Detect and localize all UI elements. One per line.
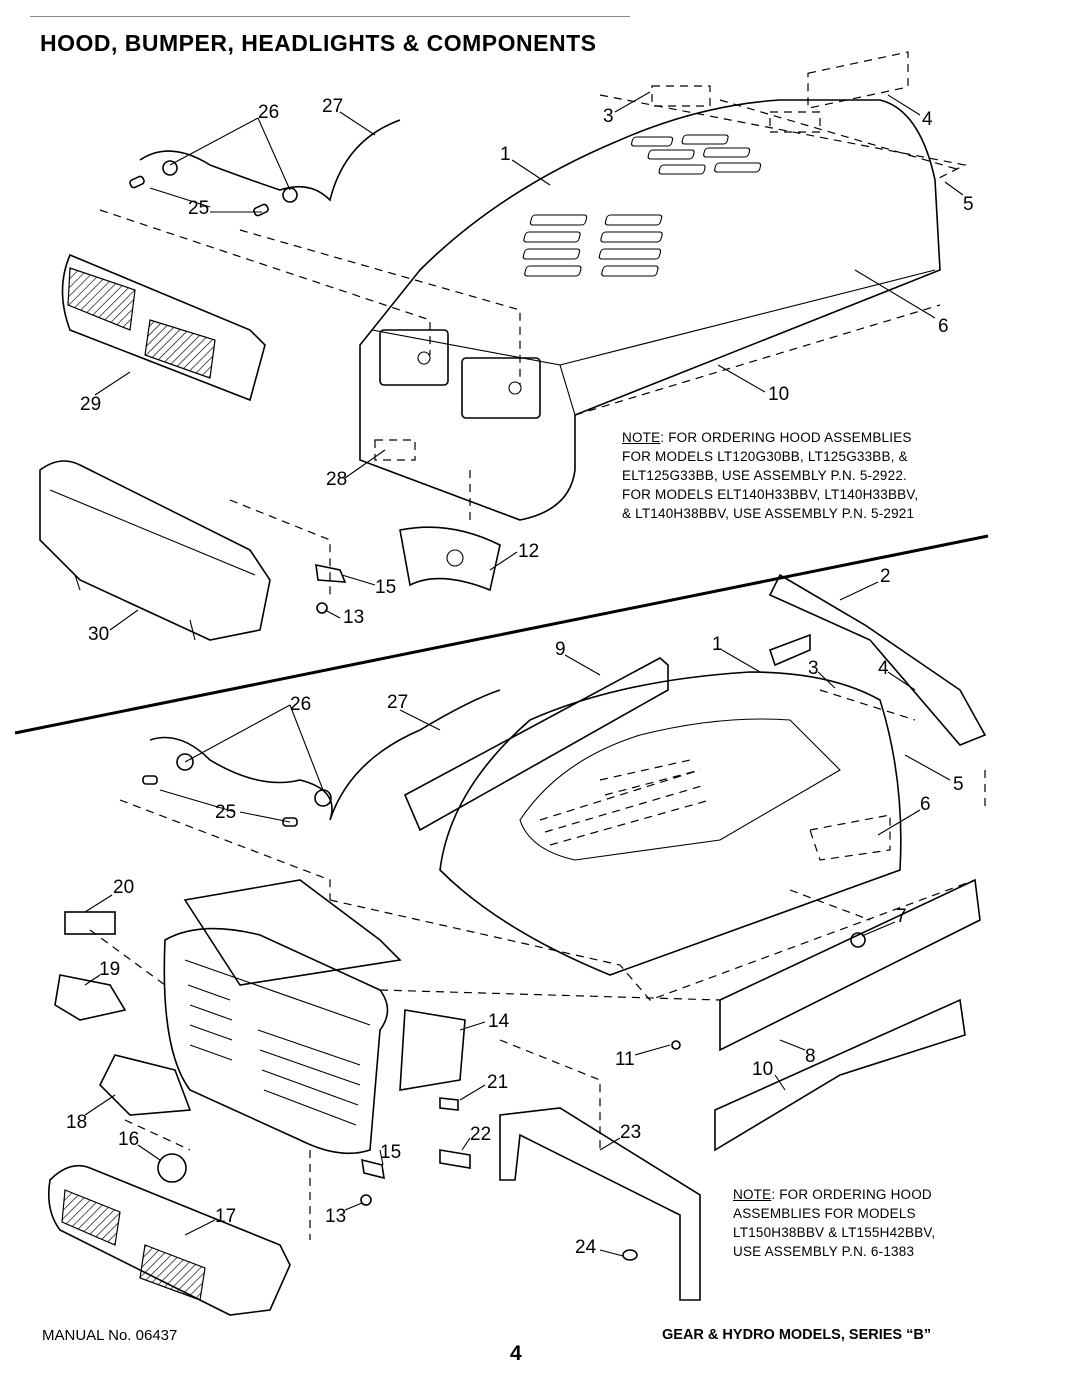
bolt-22 [439, 1149, 471, 1169]
callout-23: 23 [620, 1122, 641, 1143]
callout-4-lower: 4 [878, 658, 889, 679]
upper-hood-assembly [39, 51, 967, 641]
bolt-21 [439, 1097, 459, 1111]
lens-17 [47, 1164, 291, 1316]
callout-10-lower: 10 [752, 1059, 773, 1080]
models-series: GEAR & HYDRO MODELS, SERIES “B” [662, 1327, 932, 1343]
callout-15: 15 [375, 577, 396, 598]
upper-note-line: & LT140H38BBV, USE ASSEMBLY P.N. 5-2921 [622, 506, 915, 521]
callout-13-lower: 13 [325, 1206, 346, 1227]
callout-17: 17 [215, 1206, 236, 1227]
callout-13: 13 [343, 607, 364, 628]
callout-21: 21 [487, 1072, 508, 1093]
screw-11 [671, 1040, 681, 1050]
callout-4: 4 [922, 109, 933, 130]
callout-3-lower: 3 [808, 658, 819, 679]
callout-28: 28 [326, 469, 347, 490]
upper-note-label: NOTE [622, 430, 661, 445]
callout-11: 11 [615, 1049, 635, 1070]
callout-22: 22 [470, 1124, 491, 1145]
decal-20 [64, 911, 116, 935]
lower-note-line: : FOR ORDERING HOOD [771, 1187, 932, 1202]
section-divider [14, 534, 989, 735]
plate-14 [399, 1009, 466, 1091]
bolt-13 [316, 602, 328, 614]
callout-26-lower: 26 [290, 694, 311, 715]
headlight-opening-left [379, 329, 449, 386]
callout-26: 26 [258, 102, 279, 123]
manual-number: MANUAL No. 06437 [42, 1327, 178, 1344]
part-19 [54, 974, 127, 1021]
callout-6: 6 [938, 316, 949, 337]
bracket-2 [768, 573, 987, 746]
grille-assembly [163, 879, 402, 1155]
callout-10: 10 [768, 384, 789, 405]
lower-ordering-note: NOTE: FOR ORDERING HOOD ASSEMBLIES FOR M… [733, 1185, 993, 1261]
headlight-lens-29 [61, 253, 266, 402]
bolt-7 [850, 932, 866, 948]
callout-16: 16 [118, 1129, 139, 1150]
plug-16 [157, 1153, 187, 1183]
callout-24: 24 [575, 1237, 597, 1258]
callout-7: 7 [896, 906, 907, 927]
clip-15-lower [361, 1158, 385, 1180]
lower-note-line: ASSEMBLIES FOR MODELS [733, 1206, 916, 1221]
bracket-23 [499, 1107, 701, 1301]
washer-24 [622, 1249, 638, 1261]
callout-12: 12 [518, 541, 539, 562]
panel-8 [719, 878, 981, 1052]
upper-callouts: 26 27 3 4 1 5 25 6 29 10 28 12 15 30 13 [80, 91, 974, 645]
callout-27-lower: 27 [387, 692, 408, 713]
callout-18: 18 [66, 1112, 87, 1133]
callout-14: 14 [488, 1011, 510, 1032]
callout-25: 25 [188, 198, 209, 219]
upper-note-line: ELT125G33BB, USE ASSEMBLY P.N. 5-2922. [622, 468, 908, 483]
lower-note-line: USE ASSEMBLY P.N. 6-1383 [733, 1244, 915, 1259]
hood-vents [522, 134, 762, 277]
callout-3: 3 [603, 106, 614, 127]
part-18 [99, 1054, 192, 1116]
callout-9: 9 [555, 639, 566, 660]
callout-30: 30 [88, 624, 109, 645]
callout-5-lower: 5 [953, 774, 964, 795]
top-rule [30, 16, 630, 17]
upper-note-line: : FOR ORDERING HOOD ASSEMBLIES [660, 430, 912, 445]
callout-1-lower: 1 [712, 634, 723, 655]
upper-note-line: FOR MODELS LT120G30BB, LT125G33BB, & [622, 449, 908, 464]
callout-2: 2 [880, 566, 891, 587]
callout-27: 27 [322, 96, 343, 117]
callout-1: 1 [500, 144, 511, 165]
callout-8: 8 [805, 1046, 816, 1067]
side-rail-9 [403, 657, 669, 832]
callout-19: 19 [99, 959, 120, 980]
headlight-opening-right [461, 357, 541, 419]
callout-6-lower: 6 [920, 794, 931, 815]
page-title: HOOD, BUMPER, HEADLIGHTS & COMPONENTS [40, 30, 597, 56]
lower-note-label: NOTE [733, 1187, 772, 1202]
upper-note-line: FOR MODELS ELT140H33BBV, LT140H33BBV, [622, 487, 919, 502]
panel-10 [714, 998, 966, 1152]
lower-hood-vents [539, 759, 711, 846]
callout-20: 20 [113, 877, 134, 898]
bolt-13-lower [360, 1194, 372, 1206]
callout-15-lower: 15 [380, 1142, 401, 1163]
lower-callouts: 2 9 1 3 4 26 27 5 25 6 20 7 19 14 11 8 1… [66, 566, 964, 1258]
callout-5: 5 [963, 194, 974, 215]
lens-12 [399, 526, 501, 592]
lower-hood-assembly [47, 573, 987, 1316]
clip-15 [315, 563, 347, 583]
page-number: 4 [510, 1342, 522, 1365]
callout-25-lower: 25 [215, 802, 236, 823]
upper-ordering-note: NOTE: FOR ORDERING HOOD ASSEMBLIES FOR M… [622, 428, 1002, 523]
lower-note-line: LT150H38BBV & LT155H42BBV, [733, 1225, 936, 1240]
bumper-30 [39, 460, 271, 641]
callout-29: 29 [80, 394, 101, 415]
